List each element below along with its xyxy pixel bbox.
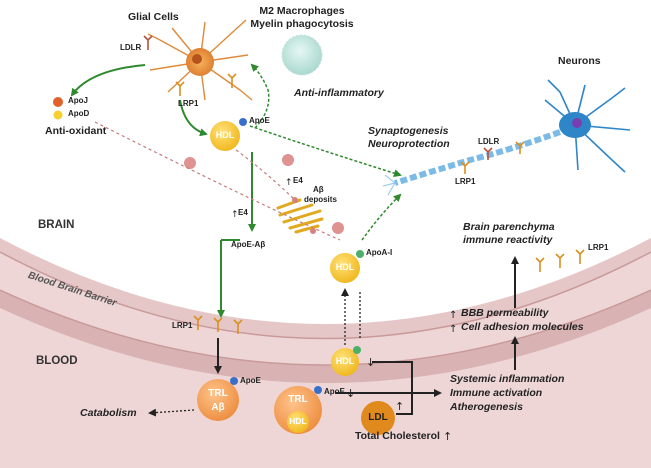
arrow-glia-to-hdl [179,99,208,137]
arrow-glia-to-apoj [70,64,146,97]
hdl-top-label: HDL [215,130,235,140]
atherogenesis-label: Atherogenesis [450,401,523,413]
dashed-line-antioxidant [94,121,341,241]
abeta-dot-2 [310,228,316,234]
trend-up-icon-adhesion: ↑ [449,324,457,335]
apoe-icon-top [239,118,247,126]
brain-tissue-band [0,238,651,339]
neuroprotection-label: Neuroprotection [368,138,450,150]
lrp1-glial-label: LRP1 [178,99,199,108]
apoa1-icon [356,250,364,258]
glial-cell-icon [147,19,253,101]
ldl-particle [361,401,395,435]
bbb-permeability-label: BBB permeability [461,307,549,319]
hdl-particle-blood [331,348,359,376]
e4-lower-label: E4 [238,208,248,217]
blood-brain-barrier [0,290,651,383]
apoe-abeta-label: ApoE-Aβ [231,240,266,249]
apoe-bottom-label: ApoE [324,387,345,396]
abeta-label: Aβ [313,185,324,194]
blood-region-label: BLOOD [36,355,78,367]
apoj-label: ApoJ [68,96,88,105]
oxidative-particles [184,154,344,234]
e4-upper-label: E4 [293,176,303,185]
apoe-icon-bottom [314,386,322,394]
hdl-particle-top [210,121,240,151]
systemic-inflammation-label: Systemic inflammation [450,373,565,385]
ldlr-neuron-label: LDLR [478,137,500,146]
apoa1-label: ApoA-I [366,248,393,257]
lrp1-receptor-icon-bbb [193,315,243,334]
line-hdl-to-systemic [372,361,442,397]
hdl-particle-bottom [287,411,309,433]
total-cholesterol-label: Total Cholesterol [355,430,440,442]
line-ldl-to-systemic [396,393,413,415]
m2-macrophage-icon [281,34,323,76]
dashed-line-hdl-abeta [235,149,301,206]
apoe4-marker-upper: ↑ [285,178,293,188]
hdl-bottom-label: HDL [289,416,307,426]
apoe4-marker-lower: ↑ [231,210,239,220]
barrier-top-edge [0,251,651,340]
trl-bottom-label: TRL [288,394,308,405]
lrp1-receptor-icon-right [535,249,585,272]
brain-region-label: BRAIN [38,219,75,231]
myelin-phagocytosis-label: Myelin phagocytosis [250,18,354,30]
trl-label: TRL [208,388,228,399]
cell-adhesion-label: Cell adhesion molecules [461,321,584,333]
trl-particle-bottom [274,386,322,434]
hdl-mid-label: HDL [335,262,355,272]
anti-inflammatory-label: Anti-inflammatory [294,87,384,99]
immune-activation-label: Immune activation [450,387,543,399]
catabolism-label: Catabolism [80,407,137,419]
apod-icon [53,110,63,120]
apoe-icon-trl [230,377,238,385]
ldl-label: LDL [368,412,388,423]
lrp1-neuron-label: LRP1 [455,177,476,186]
deposits-label: deposits [304,195,337,204]
arrow-hdl-mid-to-neuron [361,193,402,241]
arrow-hdl-to-macrophage [250,63,270,129]
apoe-trl-label: ApoE [240,376,261,385]
lrp1-receptor-icon-neuron [460,141,525,174]
lrp1-receptor-icon-glial [175,73,237,96]
m2-macrophages-label: M2 Macrophages [259,5,345,17]
apoj-icon [53,97,63,107]
lrp1-bbb-label: LRP1 [172,321,193,330]
anti-oxidant-label: Anti-oxidant [45,125,107,137]
trend-up-icon-ldl: ↑ [395,400,404,413]
immune-reactivity-label: immune reactivity [463,234,553,246]
neurons-label: Neurons [558,55,601,67]
hdl-particle-mid [330,253,360,283]
trl-abeta-particle [197,379,239,421]
brain-parenchyma-label: Brain parenchyma [463,221,555,233]
ldlr-receptor-icon-glial [143,35,153,50]
trl-abeta-label: Aβ [211,402,225,413]
apoe-top-label: ApoE [249,116,270,125]
arrow-hdl-to-neuron [249,125,402,178]
trend-up-icon-bbb: ↑ [449,310,457,321]
ldlr-receptor-icon-neuron [483,147,493,160]
trend-up-icon-cholesterol: ↑ [443,430,452,443]
lrp1-right-label: LRP1 [588,243,609,252]
apoa1-icon-blood [353,346,361,354]
neuron-icon [382,79,631,196]
ldlr-glial-label: LDLR [120,43,142,52]
hdl-blood-label: HDL [335,356,355,366]
trend-down-icon-hdl: ↓ [366,356,375,369]
synaptogenesis-label: Synaptogenesis [368,125,449,137]
blood-background [0,250,651,468]
apod-label: ApoD [68,109,90,118]
glial-cells-label: Glial Cells [128,11,179,23]
barrier-bottom-edge [0,289,651,366]
trend-down-icon-apoe: ↓ [346,387,355,400]
dotted-arrow-catabolism [148,408,195,417]
